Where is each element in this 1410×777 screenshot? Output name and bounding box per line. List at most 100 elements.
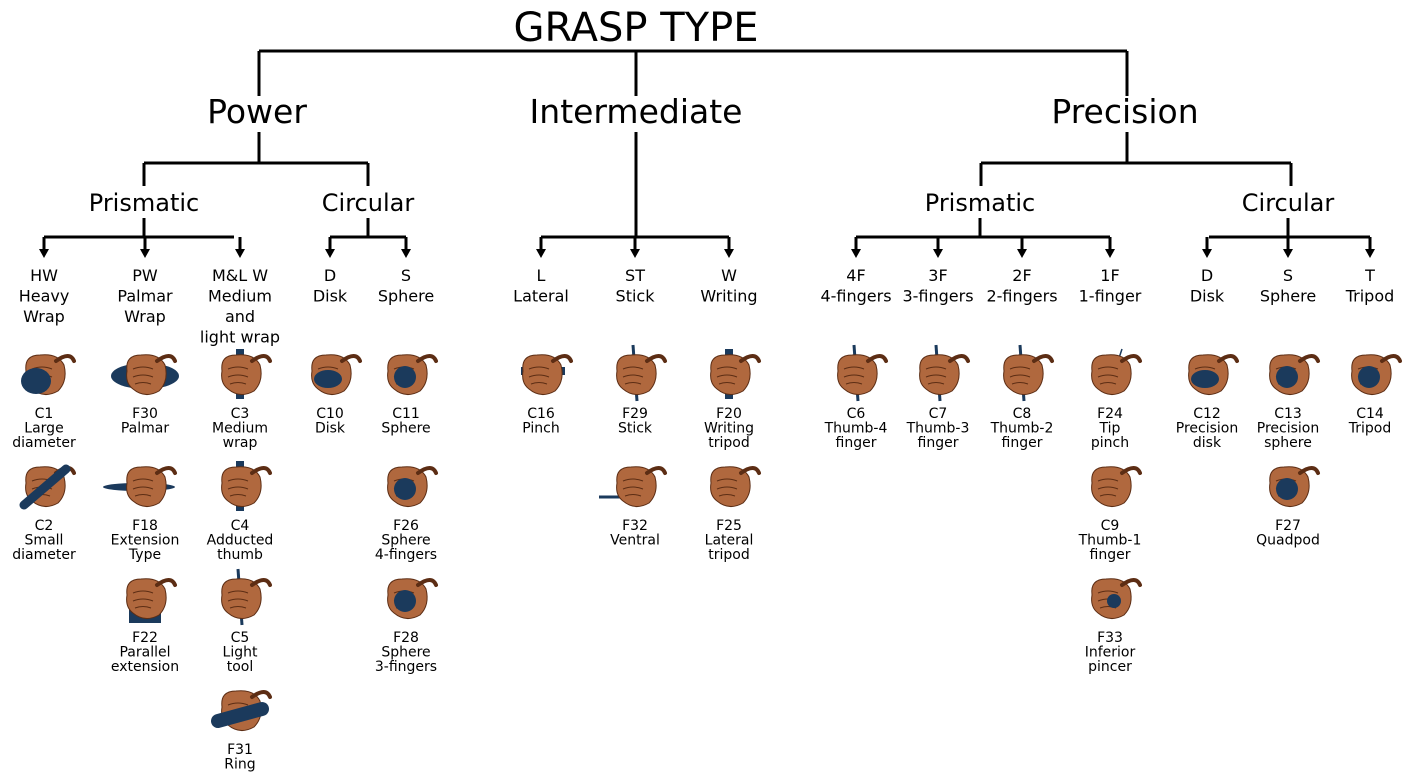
grasp-caption-c10-line1: Disk — [315, 421, 346, 437]
leaf-label-4f-line0: 4F — [846, 266, 865, 285]
hand-wrist — [553, 356, 571, 361]
arrow-w-head — [724, 249, 734, 258]
object-disk — [1191, 370, 1219, 388]
grasp-f25-illustration — [711, 467, 759, 507]
arrow-1f-head — [1105, 249, 1115, 258]
grasp-c8: C8Thumb-2finger — [990, 345, 1054, 451]
leaf-label-3f-line1: 3-fingers — [902, 287, 973, 306]
hand-wrist — [647, 356, 665, 361]
grasp-c9-illustration — [1092, 467, 1140, 507]
grasp-c16: C16Pinch — [521, 355, 571, 437]
object-cylinder — [21, 368, 51, 394]
grasp-f32-illustration — [599, 467, 665, 507]
grasp-caption-f18-line2: Type — [128, 547, 161, 563]
grasp-c3: C3Mediumwrap — [212, 349, 270, 451]
grasp-c3-illustration — [222, 349, 270, 399]
grasp-c8-illustration — [1004, 345, 1052, 401]
grasp-c4: C4Adductedthumb — [207, 461, 274, 563]
grasp-c5-illustration — [222, 569, 270, 625]
grasp-caption-f24-line2: pinch — [1091, 435, 1129, 451]
leaf-label-1f-line1: 1-finger — [1079, 287, 1142, 306]
hand-wrist — [1300, 356, 1318, 361]
grasp-caption-c9-line2: finger — [1090, 547, 1131, 563]
leaf-label-3f-line0: 3F — [928, 266, 947, 285]
subcategory-power-prismatic: Prismatic — [89, 189, 199, 217]
grasp-caption-f20-line2: tripod — [708, 435, 749, 451]
leaf-label-s1-line0: S — [401, 266, 411, 285]
leaf-label-s2-line1: Sphere — [1260, 287, 1316, 306]
leaf-label-l-line0: L — [537, 266, 546, 285]
hand-wrist — [741, 356, 759, 361]
grasp-c9: C9Thumb-1finger — [1078, 467, 1142, 563]
hand-wrist — [157, 356, 175, 361]
hand-wrist — [1122, 468, 1140, 473]
leaf-label-st-line0: ST — [625, 266, 645, 285]
grasp-caption-c7-line2: finger — [918, 435, 959, 451]
leaf-label-mlw-line3: light wrap — [200, 328, 280, 347]
hand-wrist — [1300, 468, 1318, 473]
grasp-caption-f32-line1: Ventral — [610, 533, 660, 549]
grasp-caption-c13-line2: sphere — [1264, 435, 1312, 451]
hand-wrist — [157, 580, 175, 585]
arrow-4f-head — [851, 249, 861, 258]
category-precision: Precision — [1051, 92, 1198, 131]
subcategory-precision-prismatic: Prismatic — [925, 189, 1035, 217]
object-sphere — [1358, 366, 1380, 388]
leaf-label-pw-line1: Palmar — [117, 287, 173, 306]
leaf-label-d2-line0: D — [1201, 266, 1213, 285]
arrow-s2-head — [1283, 249, 1293, 258]
leaf-label-l-line1: Lateral — [513, 287, 569, 306]
leaf-label-2f-line1: 2-fingers — [986, 287, 1057, 306]
hand-wrist — [252, 468, 270, 473]
grasp-c10: C10Disk — [312, 355, 360, 437]
grasp-f27: F27Quadpod — [1256, 467, 1320, 549]
leaf-label-st-line1: Stick — [616, 287, 656, 306]
grasp-caption-f30-line1: Palmar — [121, 421, 169, 437]
hand-wrist — [418, 580, 436, 585]
grasp-c13-illustration — [1270, 355, 1318, 395]
grasp-f20-illustration — [711, 349, 759, 399]
hand-wrist — [418, 468, 436, 473]
category-intermediate: Intermediate — [530, 92, 743, 131]
hand-wrist — [252, 692, 270, 697]
hand-wrist — [950, 356, 968, 361]
grasp-c10-illustration — [312, 355, 360, 395]
hand-wrist — [1219, 356, 1237, 361]
grasp-caption-f28-line2: 3-fingers — [375, 659, 437, 675]
object-sphere — [394, 590, 416, 612]
leaf-label-mlw-line0: M&L W — [212, 266, 268, 285]
hand-wrist — [868, 356, 886, 361]
hand-wrist — [157, 468, 175, 473]
grasp-f30-illustration — [111, 355, 179, 395]
grasp-c2-illustration — [24, 467, 74, 507]
grasp-f30: F30Palmar — [111, 355, 179, 437]
root-title: GRASP TYPE — [513, 5, 758, 51]
grasp-c4-illustration — [222, 461, 270, 511]
grasp-caption-c1-line2: diameter — [12, 435, 76, 451]
object-sphere — [1276, 478, 1298, 500]
object-sphere — [1276, 366, 1298, 388]
grasp-caption-f22-line2: extension — [111, 659, 179, 675]
hand-wrist — [252, 580, 270, 585]
leaf-label-hw-line1: Heavy — [19, 287, 70, 306]
grasp-f28-illustration — [388, 579, 436, 619]
grasp-f26-illustration — [388, 467, 436, 507]
leaf-label-pw-line2: Wrap — [124, 307, 166, 326]
subcategory-power-circular: Circular — [322, 189, 415, 217]
object-sphere — [394, 478, 416, 500]
grasp-f24-illustration — [1092, 349, 1140, 395]
grasp-caption-c3-line2: wrap — [223, 435, 258, 451]
grasp-caption-c12-line2: disk — [1193, 435, 1222, 451]
grasp-c1-illustration — [21, 355, 74, 395]
arrow-d2-head — [1202, 249, 1212, 258]
